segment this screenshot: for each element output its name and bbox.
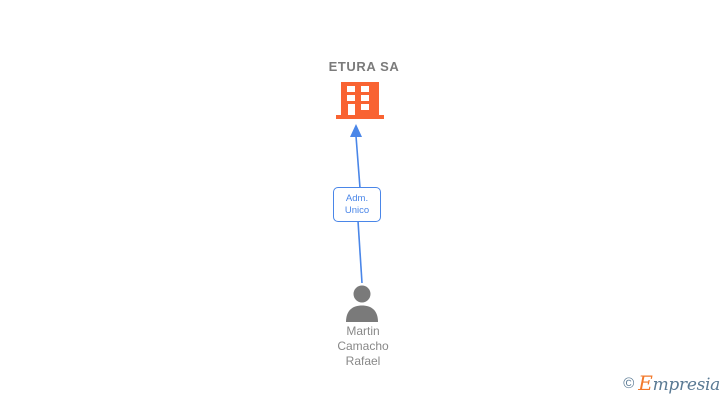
brand-wordmark: Empresia <box>638 373 720 394</box>
person-name-line3: Rafael <box>345 354 381 368</box>
watermark: © Empresia <box>623 373 720 394</box>
role-label-line1: Adm. <box>345 192 369 204</box>
person-name-line1: Martin <box>346 324 380 338</box>
brand-initial: E <box>638 371 653 395</box>
role-box[interactable]: Adm. Unico <box>333 187 381 222</box>
person-icon[interactable] <box>342 284 382 322</box>
edge-role-to-company <box>340 124 376 189</box>
role-label-line2: Unico <box>344 204 370 216</box>
company-title: ETURA SA <box>328 59 400 74</box>
person-name-line2: Camacho <box>337 339 389 353</box>
person-name[interactable]: Martin Camacho Rafael <box>288 324 438 369</box>
copyright-symbol: © <box>623 375 635 392</box>
brand-rest: mpresia <box>652 375 721 395</box>
edge-person-to-role <box>348 220 372 284</box>
building-icon[interactable] <box>336 82 384 122</box>
